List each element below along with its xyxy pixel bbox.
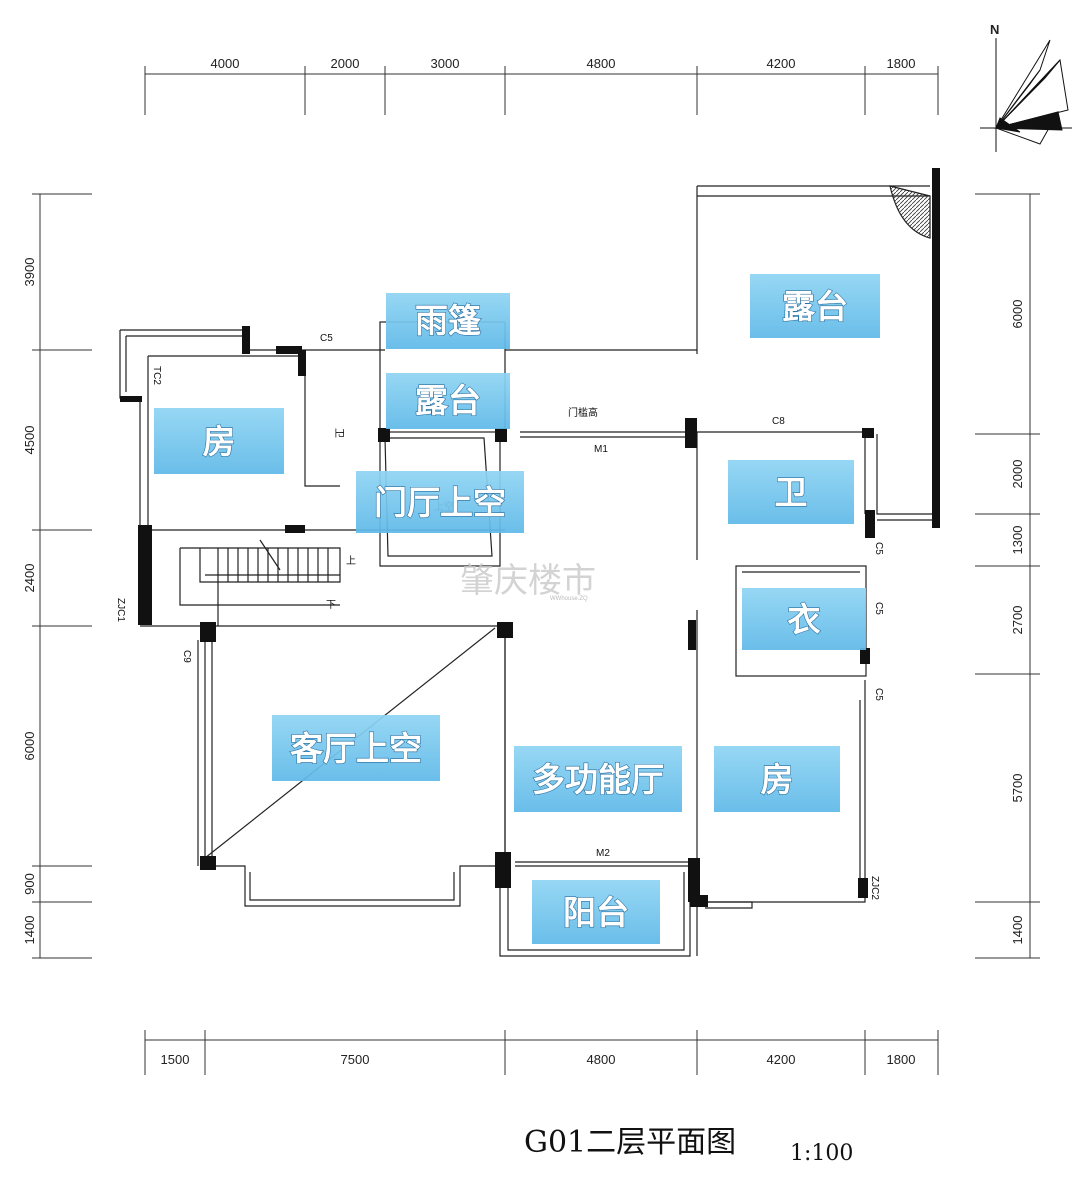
plan-outline xyxy=(119,185,938,957)
plan-title: G01二层平面图 xyxy=(524,1125,736,1160)
bottom-dim-1: 1500 xyxy=(161,1052,190,1067)
tag-door-height: 门槛高 xyxy=(568,406,598,419)
right-dimension-labels: 6000 2000 1300 2700 5700 1400 xyxy=(1010,300,1025,945)
bottom-dimension-labels: 1500 7500 4800 4200 1800 xyxy=(161,1052,916,1067)
plan-scale: 1:100 xyxy=(790,1141,853,1166)
room-closet: 衣 xyxy=(788,600,821,639)
tag-c9: C9 xyxy=(181,650,192,663)
tag-tc2: TC2 xyxy=(151,366,162,385)
right-dim-4: 2700 xyxy=(1010,606,1025,635)
room-labels: 雨篷 露台 露台 房 门厅上空 卫 衣 客厅上空 多功能厅 房 阳台 xyxy=(154,274,880,944)
tag-m2: M2 xyxy=(596,848,610,859)
left-dim-2: 4500 xyxy=(22,426,37,455)
solid-walls xyxy=(120,168,940,907)
bottom-dim-5: 1800 xyxy=(887,1052,916,1067)
room-multi-hall: 多功能厅 xyxy=(532,760,664,799)
room-bath-right: 卫 xyxy=(775,473,808,512)
watermark-sub: WWhouse.ZQ xyxy=(550,596,588,602)
room-terrace-small: 露台 xyxy=(415,381,481,420)
bottom-dim-4: 4200 xyxy=(767,1052,796,1067)
tag-c5-r3: C5 xyxy=(873,688,884,701)
room-bedroom-right: 房 xyxy=(761,760,794,799)
bottom-dim-3: 4800 xyxy=(587,1052,616,1067)
room-canopy: 雨篷 xyxy=(415,301,481,340)
left-dim-4: 6000 xyxy=(22,732,37,761)
tag-zjc2: ZJC2 xyxy=(869,876,880,900)
right-dim-1: 6000 xyxy=(1010,300,1025,329)
left-dim-1: 3900 xyxy=(22,258,37,287)
watermark: 肇庆楼市 xyxy=(460,561,596,601)
right-dim-2: 2000 xyxy=(1010,460,1025,489)
tag-c5-r1: C5 xyxy=(873,542,884,555)
tag-m1: M1 xyxy=(594,444,608,455)
dimension-lines xyxy=(32,66,1040,1075)
tag-down: 下 xyxy=(326,600,336,611)
north-label: N xyxy=(990,22,999,37)
room-bedroom-left: 房 xyxy=(203,422,236,461)
room-foyer-void: 门厅上空 xyxy=(374,483,506,522)
left-dim-6: 1400 xyxy=(22,916,37,945)
left-dim-5: 900 xyxy=(22,873,37,895)
tag-c5-top: C5 xyxy=(320,333,333,344)
top-dim-6: 1800 xyxy=(887,56,916,71)
left-dim-3: 2400 xyxy=(22,564,37,593)
right-dim-6: 1400 xyxy=(1010,916,1025,945)
tag-wei-small: 卫 xyxy=(333,428,344,438)
room-balcony: 阳台 xyxy=(563,893,629,932)
north-arrow-icon xyxy=(980,38,1072,152)
right-dim-5: 5700 xyxy=(1010,774,1025,803)
room-living-void: 客厅上空 xyxy=(290,729,422,768)
top-dim-5: 4200 xyxy=(767,56,796,71)
tag-c8: C8 xyxy=(772,416,785,427)
top-dim-1: 4000 xyxy=(211,56,240,71)
top-dim-2: 2000 xyxy=(331,56,360,71)
room-terrace-top: 露台 xyxy=(782,287,848,326)
left-dimension-labels: 3900 4500 2400 6000 900 1400 xyxy=(22,258,37,945)
tag-c5-r2: C5 xyxy=(873,602,884,615)
tag-zjc1: ZJC1 xyxy=(115,598,126,622)
bottom-dim-2: 7500 xyxy=(341,1052,370,1067)
top-dim-4: 4800 xyxy=(587,56,616,71)
right-dim-3: 1300 xyxy=(1010,526,1025,555)
top-dimension-labels: 4000 2000 3000 4800 4200 1800 xyxy=(211,56,916,71)
tag-up: 上 xyxy=(346,555,356,567)
top-dim-3: 3000 xyxy=(431,56,460,71)
